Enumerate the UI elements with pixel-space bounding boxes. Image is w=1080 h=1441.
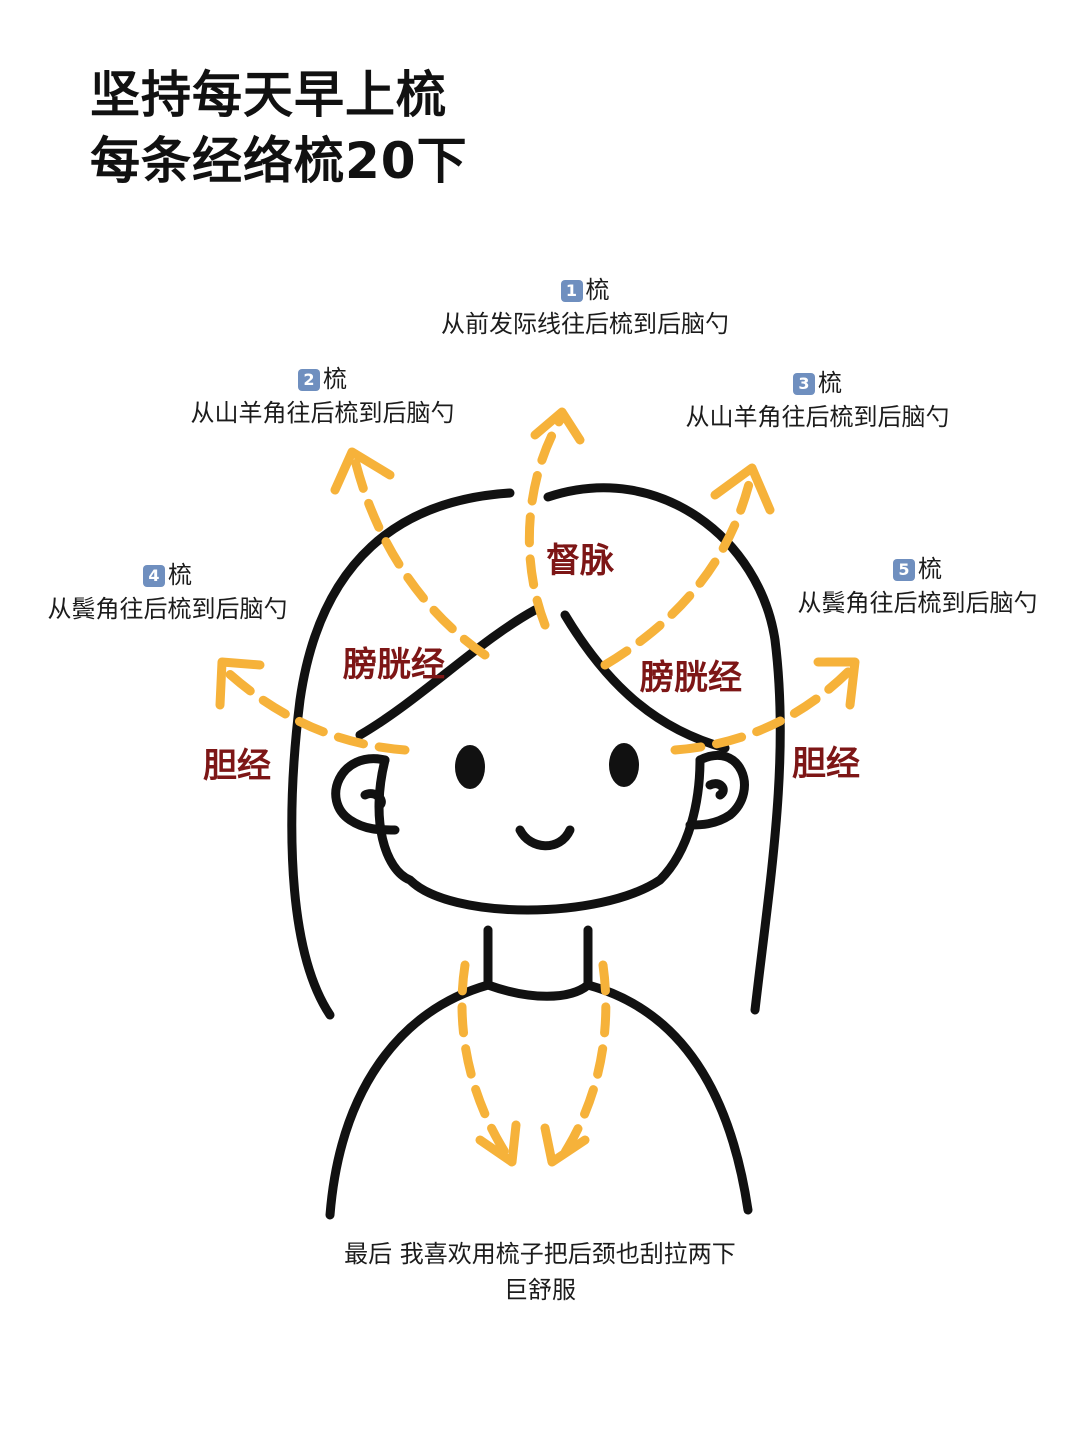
step-1-badge: 1 [560, 280, 583, 302]
footer-line-2: 巨舒服 [504, 1276, 576, 1304]
step-3-badge: 3 [793, 373, 815, 395]
ear-right-inner [705, 779, 728, 800]
hair-outline-right [543, 483, 785, 1015]
footer-line-1: 最后 我喜欢用梳子把后颈也刮拉两下 [344, 1240, 736, 1268]
comb-path-4 [215, 657, 410, 755]
face-outline [374, 755, 705, 915]
step-5-suffix: 梳 [918, 555, 942, 583]
step-2-desc: 从山羊角往后梳到后脑勺 [190, 399, 455, 427]
comb-path-neck-right [540, 960, 611, 1167]
step-4-badge: 4 [143, 565, 165, 587]
step-2-badge: 2 [298, 369, 320, 391]
eye-left [455, 745, 485, 789]
step-5-desc: 从鬓角往后梳到后脑勺 [797, 589, 1038, 617]
comb-path-2 [330, 447, 490, 660]
meridian-gall-right: 胆经 [792, 744, 860, 784]
comb-path-du [524, 407, 585, 630]
comb-path-5 [670, 657, 860, 755]
step-4-desc: 从鬓角往后梳到后脑勺 [47, 595, 288, 623]
ear-right [685, 750, 749, 830]
shoulders-right [583, 980, 753, 1215]
meridian-du: 督脉 [546, 541, 614, 581]
meridian-gall-left: 胆经 [203, 746, 271, 786]
step-1-suffix: 梳 [585, 276, 610, 304]
step-1-desc: 从前发际线往后梳到后脑勺 [441, 310, 729, 338]
title-line-1: 坚持每天早上梳 [90, 66, 447, 124]
mouth [515, 825, 575, 851]
title-line-2: 每条经络梳20下 [90, 132, 468, 190]
fringe-left [355, 605, 540, 740]
step-3-suffix: 梳 [818, 369, 842, 397]
eye-right [609, 743, 639, 787]
step-4-suffix: 梳 [168, 561, 192, 589]
ear-left [331, 754, 400, 835]
comb-path-3 [600, 463, 775, 670]
hair-outline [287, 488, 515, 1020]
meridian-bladder-right: 膀胱经 [640, 658, 742, 698]
meridian-bladder-left: 膀胱经 [343, 645, 445, 685]
fringe-right [560, 610, 730, 753]
step-2-suffix: 梳 [323, 365, 347, 393]
shoulders [325, 980, 493, 1220]
page-title: 坚持每天早上梳 每条经络梳20下 [90, 62, 468, 194]
neck [483, 925, 593, 1001]
footer-note: 最后 我喜欢用梳子把后颈也刮拉两下 巨舒服 [290, 1236, 790, 1308]
comb-path-neck-left [457, 960, 521, 1167]
step-3-desc: 从山羊角往后梳到后脑勺 [685, 403, 950, 431]
ear-left-inner [360, 789, 386, 810]
step-5-badge: 5 [893, 559, 915, 581]
